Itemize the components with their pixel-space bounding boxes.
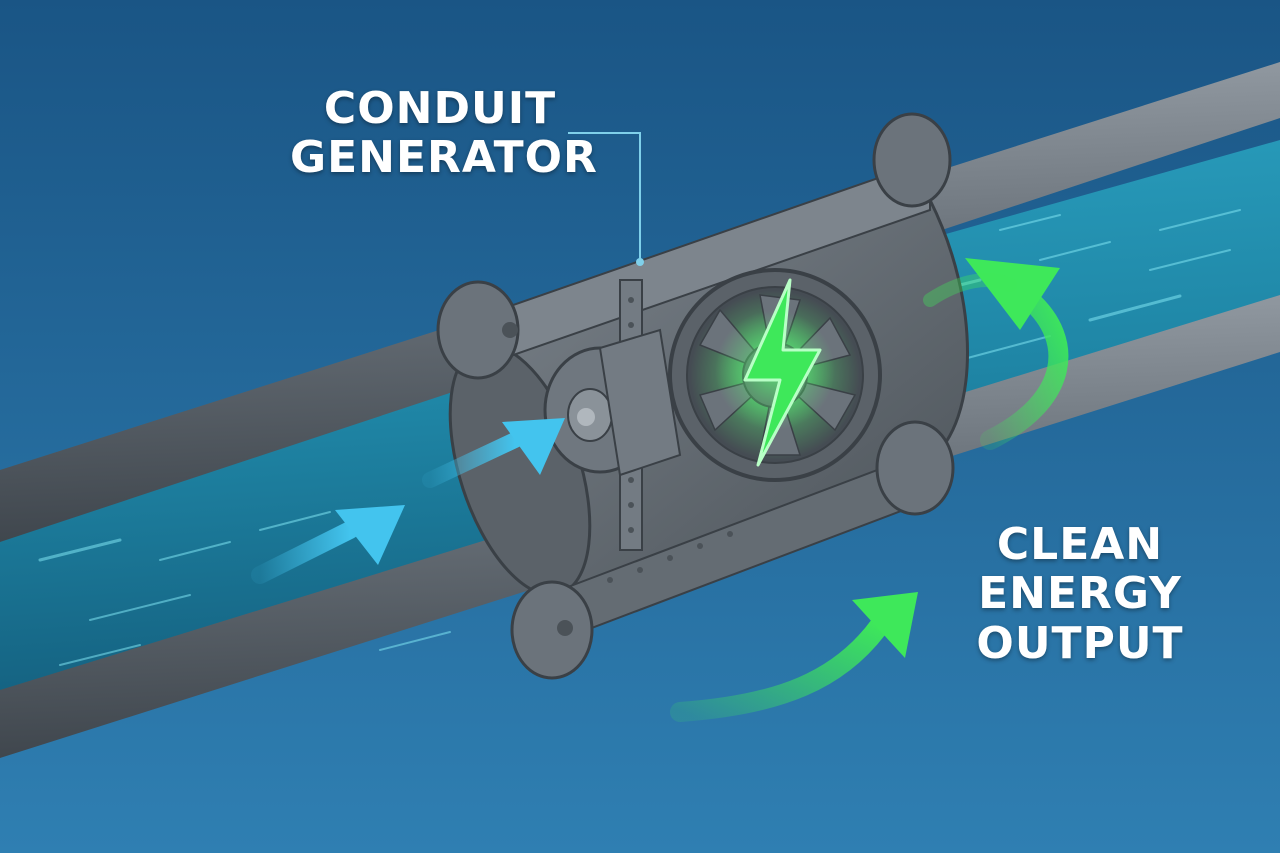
clamp-lower-left xyxy=(512,582,592,678)
clamp-upper-right xyxy=(874,114,950,206)
clean-energy-output-label-line2: OUTPUT xyxy=(900,619,1260,668)
clean-energy-output-label-line1: CLEAN ENERGY xyxy=(900,520,1260,619)
conduit-generator-label: CONDUIT GENERATOR xyxy=(290,84,590,183)
conduit-generator-label-line1: CONDUIT xyxy=(290,84,590,133)
conduit-generator-label-line2: GENERATOR xyxy=(290,133,590,182)
leader-line-dot xyxy=(636,258,644,266)
clean-energy-output-label: CLEAN ENERGY OUTPUT xyxy=(900,520,1260,668)
clamp-lower-right xyxy=(877,422,953,514)
